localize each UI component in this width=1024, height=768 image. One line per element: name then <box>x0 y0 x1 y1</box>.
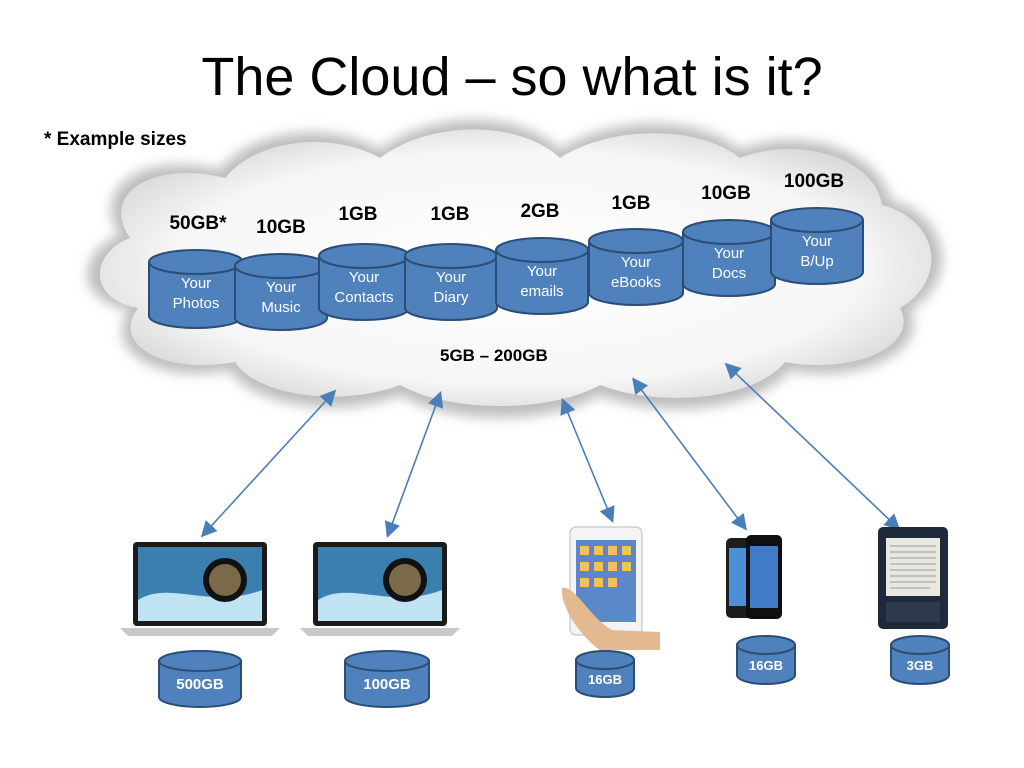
arrow-laptop-1 <box>200 389 337 538</box>
laptop-1-storage-cylinder: 500GB <box>158 650 242 708</box>
device-storage-label: 16GB <box>588 672 622 687</box>
arrow-laptop-2 <box>384 390 444 539</box>
tablet-image <box>561 526 660 650</box>
laptop-2-image <box>300 538 460 636</box>
device-storage-label: 16GB <box>749 658 783 673</box>
storage-size-label: 1GB <box>611 193 651 214</box>
phone-image <box>726 535 782 619</box>
device-storage-label: 500GB <box>176 676 224 693</box>
tablet-storage-cylinder: 16GB <box>575 650 635 698</box>
device-storage-label: 3GB <box>906 658 934 673</box>
ereader-storage-cylinder: 3GB <box>890 635 950 685</box>
storage-size-label: 1GB <box>430 204 470 225</box>
laptop-1-image <box>120 538 280 636</box>
page-title: The Cloud – so what is it? <box>201 47 823 107</box>
arrow-tablet <box>560 398 615 523</box>
storage-size-label: 2GB <box>520 201 560 222</box>
storage-size-label: 50GB* <box>169 213 227 234</box>
arrow-ereader <box>724 362 901 531</box>
example-sizes-note: * Example sizes <box>44 129 187 150</box>
laptop-2-storage-cylinder: 100GB <box>344 650 430 708</box>
storage-size-label: 100GB <box>783 171 845 192</box>
ereader-image <box>878 527 948 629</box>
phone-storage-cylinder: 16GB <box>736 635 796 685</box>
connector-arrows <box>200 362 901 539</box>
storage-size-label: 1GB <box>338 204 378 225</box>
storage-size-label: 10GB <box>701 183 751 204</box>
storage-size-label: 10GB <box>256 217 306 238</box>
device-storage-label: 100GB <box>363 676 411 693</box>
cloud-range-label: 5GB – 200GB <box>440 346 548 365</box>
